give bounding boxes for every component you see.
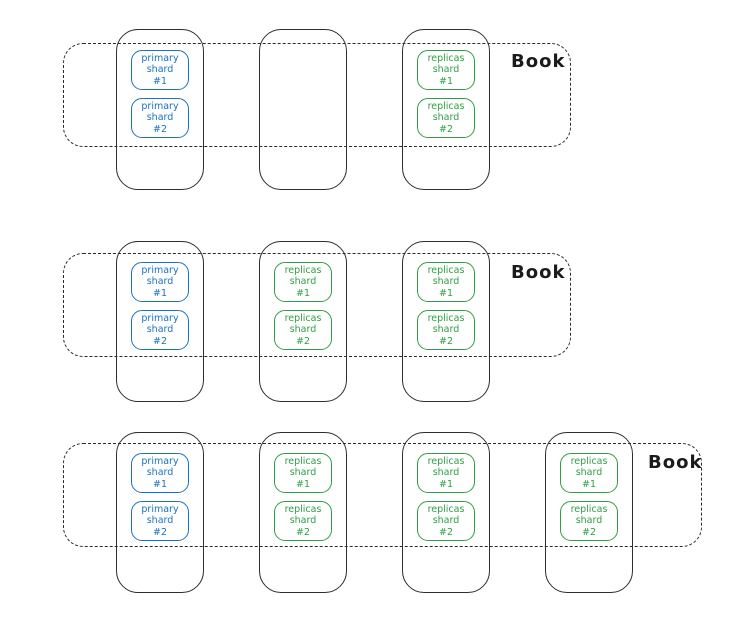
shard-label: replicas shard #2 <box>427 313 465 347</box>
shard-box: primary shard #2 <box>131 310 189 350</box>
cluster-row-1: Book primary shard #1 primary shard #2 r… <box>0 29 744 190</box>
shard-label: primary shard #2 <box>141 101 179 135</box>
node-box: primary shard #1 primary shard #2 <box>116 241 204 402</box>
node-box: primary shard #1 primary shard #2 <box>116 29 204 190</box>
shard-box: replicas shard #1 <box>417 262 475 302</box>
node-box: replicas shard #1 replicas shard #2 <box>545 432 633 593</box>
shard-box: primary shard #1 <box>131 262 189 302</box>
shard-label: replicas shard #2 <box>284 313 322 347</box>
shard-label: replicas shard #2 <box>427 504 465 538</box>
cluster-row-2: Book primary shard #1 primary shard #2 r… <box>0 241 744 402</box>
node-box: primary shard #1 primary shard #2 <box>116 432 204 593</box>
shard-box: replicas shard #1 <box>417 50 475 90</box>
shard-label: replicas shard #2 <box>570 504 608 538</box>
shard-label: replicas shard #1 <box>427 265 465 299</box>
shard-box: primary shard #2 <box>131 501 189 541</box>
shard-label: replicas shard #1 <box>427 53 465 87</box>
shard-label: replicas shard #1 <box>284 265 322 299</box>
shard-label: replicas shard #2 <box>427 101 465 135</box>
shard-box: replicas shard #2 <box>417 98 475 138</box>
shard-label: replicas shard #1 <box>570 456 608 490</box>
shard-box: replicas shard #1 <box>274 453 332 493</box>
index-boundary-box <box>63 443 702 547</box>
shard-box: replicas shard #2 <box>560 501 618 541</box>
node-box-empty <box>259 29 347 190</box>
shard-label: primary shard #1 <box>141 53 179 87</box>
shard-box: replicas shard #1 <box>417 453 475 493</box>
node-box: replicas shard #1 replicas shard #2 <box>402 29 490 190</box>
shard-label: primary shard #2 <box>141 313 179 347</box>
shard-label: replicas shard #2 <box>284 504 322 538</box>
shard-label: primary shard #2 <box>141 504 179 538</box>
shard-label: primary shard #1 <box>141 265 179 299</box>
shard-box: replicas shard #2 <box>417 310 475 350</box>
node-box: replicas shard #1 replicas shard #2 <box>259 432 347 593</box>
shard-box: replicas shard #2 <box>274 501 332 541</box>
node-box: replicas shard #1 replicas shard #2 <box>402 432 490 593</box>
shard-label: replicas shard #1 <box>284 456 322 490</box>
shard-box: replicas shard #1 <box>560 453 618 493</box>
shard-box: primary shard #1 <box>131 50 189 90</box>
index-boundary-box <box>63 253 571 357</box>
shard-box: replicas shard #2 <box>417 501 475 541</box>
index-boundary-box <box>63 43 571 147</box>
index-name-label: Book <box>648 452 703 473</box>
cluster-row-3: Book primary shard #1 primary shard #2 r… <box>0 432 744 593</box>
node-box: replicas shard #1 replicas shard #2 <box>402 241 490 402</box>
index-name-label: Book <box>511 51 566 72</box>
shard-box: replicas shard #2 <box>274 310 332 350</box>
shard-box: replicas shard #1 <box>274 262 332 302</box>
shard-label: replicas shard #1 <box>427 456 465 490</box>
shard-box: primary shard #1 <box>131 453 189 493</box>
shard-label: primary shard #1 <box>141 456 179 490</box>
node-box: replicas shard #1 replicas shard #2 <box>259 241 347 402</box>
index-name-label: Book <box>511 262 566 283</box>
shard-box: primary shard #2 <box>131 98 189 138</box>
